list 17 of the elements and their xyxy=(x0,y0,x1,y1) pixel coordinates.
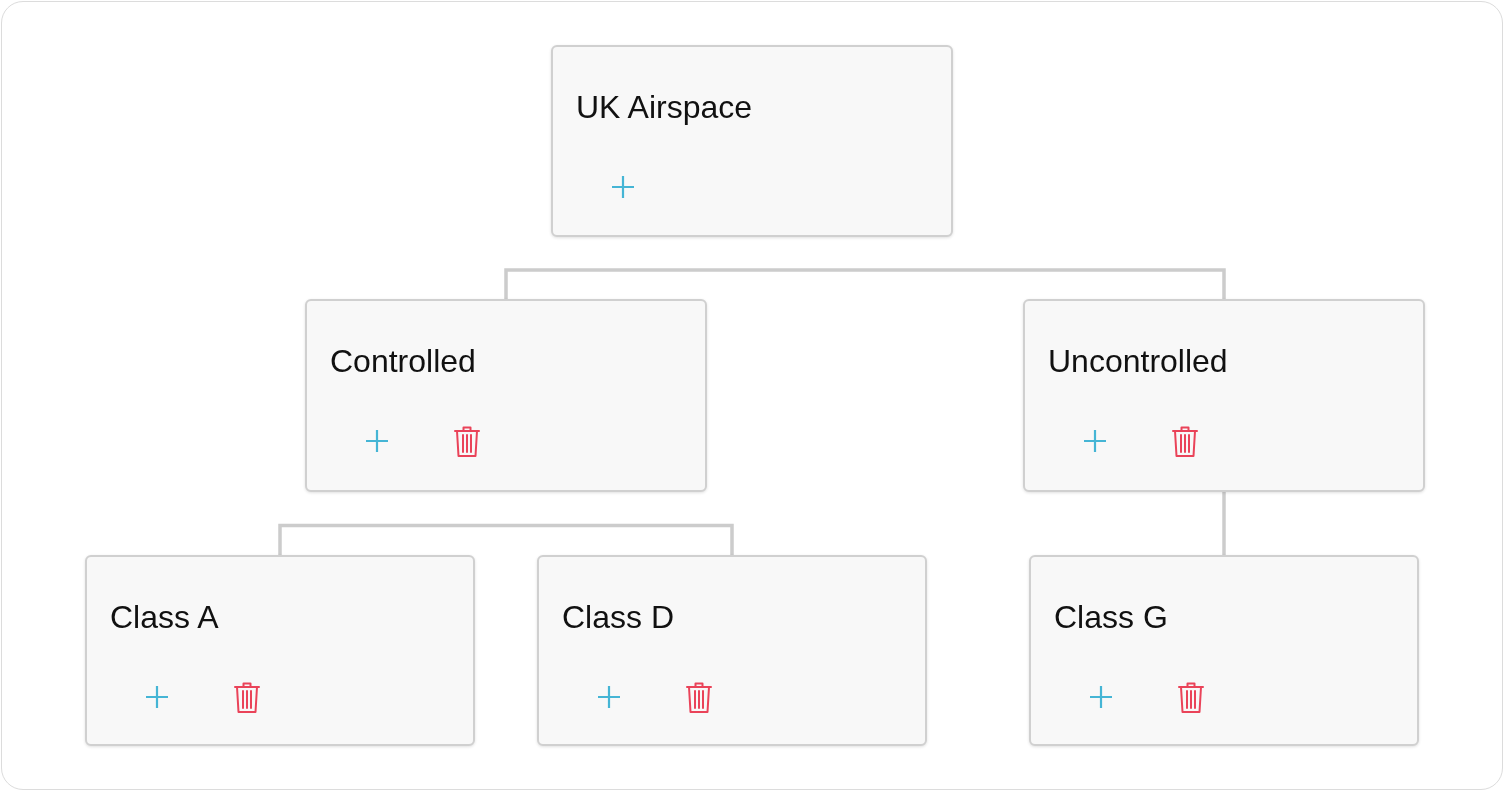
connector-line xyxy=(506,523,734,555)
node-title: Class G xyxy=(1054,598,1168,637)
node-title: Controlled xyxy=(330,342,476,381)
tree-node-card xyxy=(305,299,707,492)
node-title: Class A xyxy=(110,598,219,637)
connector-line xyxy=(752,268,1226,299)
tree-node-card xyxy=(537,555,927,746)
connector-line xyxy=(504,268,752,299)
connector-line xyxy=(1222,492,1226,555)
node-title: Uncontrolled xyxy=(1048,342,1228,381)
connector-line xyxy=(278,523,506,555)
tree-node-card xyxy=(85,555,475,746)
tree-node-card xyxy=(551,45,953,237)
tree-node-card xyxy=(1029,555,1419,746)
node-title: Class D xyxy=(562,598,674,637)
tree-node-card xyxy=(1023,299,1425,492)
node-title: UK Airspace xyxy=(576,88,753,127)
